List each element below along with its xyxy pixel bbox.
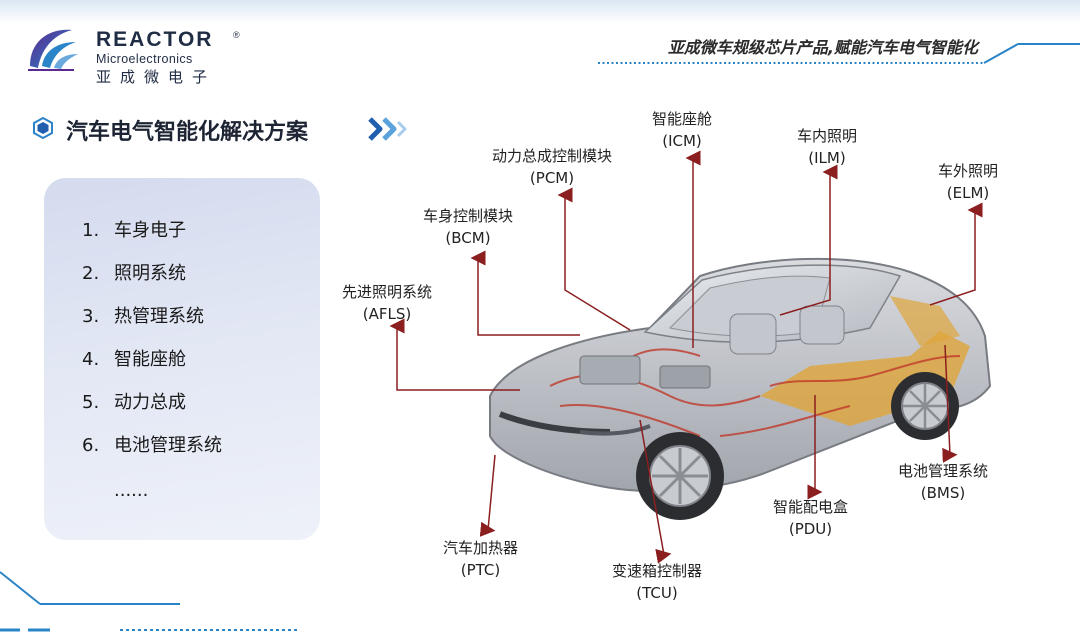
callout-icm-abbr: (ICM) — [662, 132, 702, 150]
callout-pdu-abbr: (PDU) — [788, 520, 833, 538]
brand-name-en: REACTOR — [96, 28, 214, 51]
callout-pcm-abbr: (PCM) — [529, 169, 575, 187]
list-item-label: 智能座舱 — [114, 349, 186, 370]
list-item-label: 热管理系统 — [114, 306, 204, 327]
feature-list-panel: 1. 车身电子 2. 照明系统 3. 热管理系统 4. 智能座舱 5. 动力总成 6. 电池… — [44, 178, 320, 540]
callout-pcm: 动力总成控制模块 (PCM) — [492, 145, 612, 189]
list-item-number: 1. — [82, 220, 100, 241]
callout-tcu: 变速箱控制器 (TCU) — [612, 560, 702, 604]
callout-ptc: 汽车加热器 (PTC) — [443, 537, 518, 581]
list-item-number: 4. — [82, 349, 100, 370]
slogan-underline-decoration — [598, 43, 1080, 64]
list-item: 3. 热管理系统 — [82, 302, 204, 328]
section-title: 汽车电气智能化解决方案 — [66, 120, 309, 145]
list-item-number: 3. — [82, 306, 100, 327]
callout-icm-name: 智能座舱 — [652, 110, 713, 128]
list-item-label: 照明系统 — [114, 263, 186, 284]
callout-tcu-name: 变速箱控制器 — [612, 562, 703, 580]
list-item-label: 电池管理系统 — [114, 435, 222, 456]
brand-name-cn: 亚成微电子 — [96, 68, 217, 86]
double-chevron-right-icon — [368, 117, 407, 141]
registered-mark: ® — [233, 30, 240, 40]
callout-icm: 智能座舱 (ICM) — [652, 108, 712, 152]
callout-ilm-abbr: (ILM) — [808, 149, 846, 167]
list-item: 5. 动力总成 — [82, 388, 186, 414]
callout-bcm-abbr: (BCM) — [445, 229, 491, 247]
footer-line-decoration — [0, 571, 300, 632]
callout-elm-abbr: (ELM) — [946, 184, 990, 202]
list-item-label: 动力总成 — [114, 392, 186, 413]
callout-elm-name: 车外照明 — [938, 162, 999, 180]
list-item-number: 2. — [82, 263, 100, 284]
list-item: 2. 照明系统 — [82, 259, 186, 285]
callout-ptc-name: 汽车加热器 — [443, 539, 519, 557]
callout-bcm-name: 车身控制模块 — [423, 207, 514, 225]
list-more-ellipsis: ...... — [114, 480, 149, 501]
callout-tcu-abbr: (TCU) — [636, 584, 678, 602]
callout-elm: 车外照明 (ELM) — [938, 160, 998, 204]
callout-bms-abbr: (BMS) — [920, 484, 966, 502]
callout-ptc-abbr: (PTC) — [460, 561, 501, 579]
reactor-logo-icon — [28, 29, 78, 71]
callout-pdu: 智能配电盒 (PDU) — [773, 496, 848, 540]
callout-pcm-name: 动力总成控制模块 — [492, 147, 613, 165]
callout-ilm: 车内照明 (ILM) — [797, 125, 857, 169]
list-item-label: 车身电子 — [114, 220, 186, 241]
callout-afls-abbr: (AFLS) — [362, 305, 412, 323]
list-item: 6. 电池管理系统 — [82, 431, 222, 457]
callout-ilm-name: 车内照明 — [797, 127, 858, 145]
brand-subtitle-en: Microelectronics — [96, 52, 193, 66]
list-item: 4. 智能座舱 — [82, 345, 186, 371]
top-gradient-band — [0, 0, 1080, 24]
list-item: 1. 车身电子 — [82, 216, 186, 242]
callout-afls-name: 先进照明系统 — [342, 283, 433, 301]
list-item-number: 5. — [82, 392, 100, 413]
slogan: 亚成微车规级芯片产品,赋能汽车电气智能化 — [667, 38, 978, 57]
brand-logo: REACTOR ® Microelectronics 亚成微电子 — [24, 22, 264, 86]
callout-bms-name: 电池管理系统 — [898, 462, 989, 480]
car-xray-illustration — [489, 257, 992, 520]
callout-afls: 先进照明系统 (AFLS) — [342, 281, 432, 325]
hexagon-bullet-icon — [33, 117, 53, 139]
callout-bcm: 车身控制模块 (BCM) — [423, 205, 513, 249]
list-item-number: 6. — [82, 435, 100, 456]
callout-pdu-name: 智能配电盒 — [773, 498, 849, 516]
callout-bms: 电池管理系统 (BMS) — [898, 460, 988, 504]
